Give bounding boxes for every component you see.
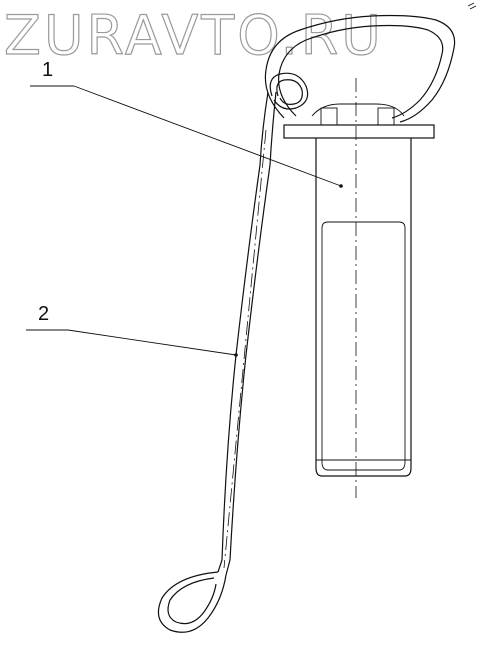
retainer-wire-left xyxy=(217,91,269,573)
callout-1: 1 xyxy=(30,59,343,188)
callout-2-label: 2 xyxy=(38,303,49,325)
watermark-text: ZURAVTO.RU xyxy=(4,4,384,67)
watermark: ZURAVTO.RU xyxy=(3,3,384,67)
retainer-top-loop-inner xyxy=(276,79,303,105)
pin-lug-left xyxy=(320,107,338,126)
retainer-top-loop-outer xyxy=(269,72,309,110)
pin-lug-right xyxy=(377,107,395,126)
corner-mark xyxy=(467,2,477,10)
pin-handle-base xyxy=(311,103,405,117)
callout-2-dot xyxy=(234,353,238,357)
retainer-part xyxy=(157,72,309,633)
pin-flat xyxy=(321,221,406,471)
pin-handle-outer xyxy=(264,14,456,123)
pin-part xyxy=(264,14,456,498)
callout-1-label: 1 xyxy=(42,59,53,81)
retainer-eye-inner xyxy=(167,577,217,625)
callout-1-dot xyxy=(339,184,343,188)
retainer-centerline xyxy=(223,129,267,569)
retainer-eye-outer xyxy=(157,571,227,633)
callout-2: 2 xyxy=(26,303,238,357)
pin-handle-inner xyxy=(278,24,444,119)
retainer-wire-right xyxy=(225,91,277,576)
pin-shaft xyxy=(315,138,412,477)
callout-1-leader xyxy=(73,85,342,187)
callout-2-leader xyxy=(67,329,237,356)
pin-head xyxy=(283,124,435,139)
